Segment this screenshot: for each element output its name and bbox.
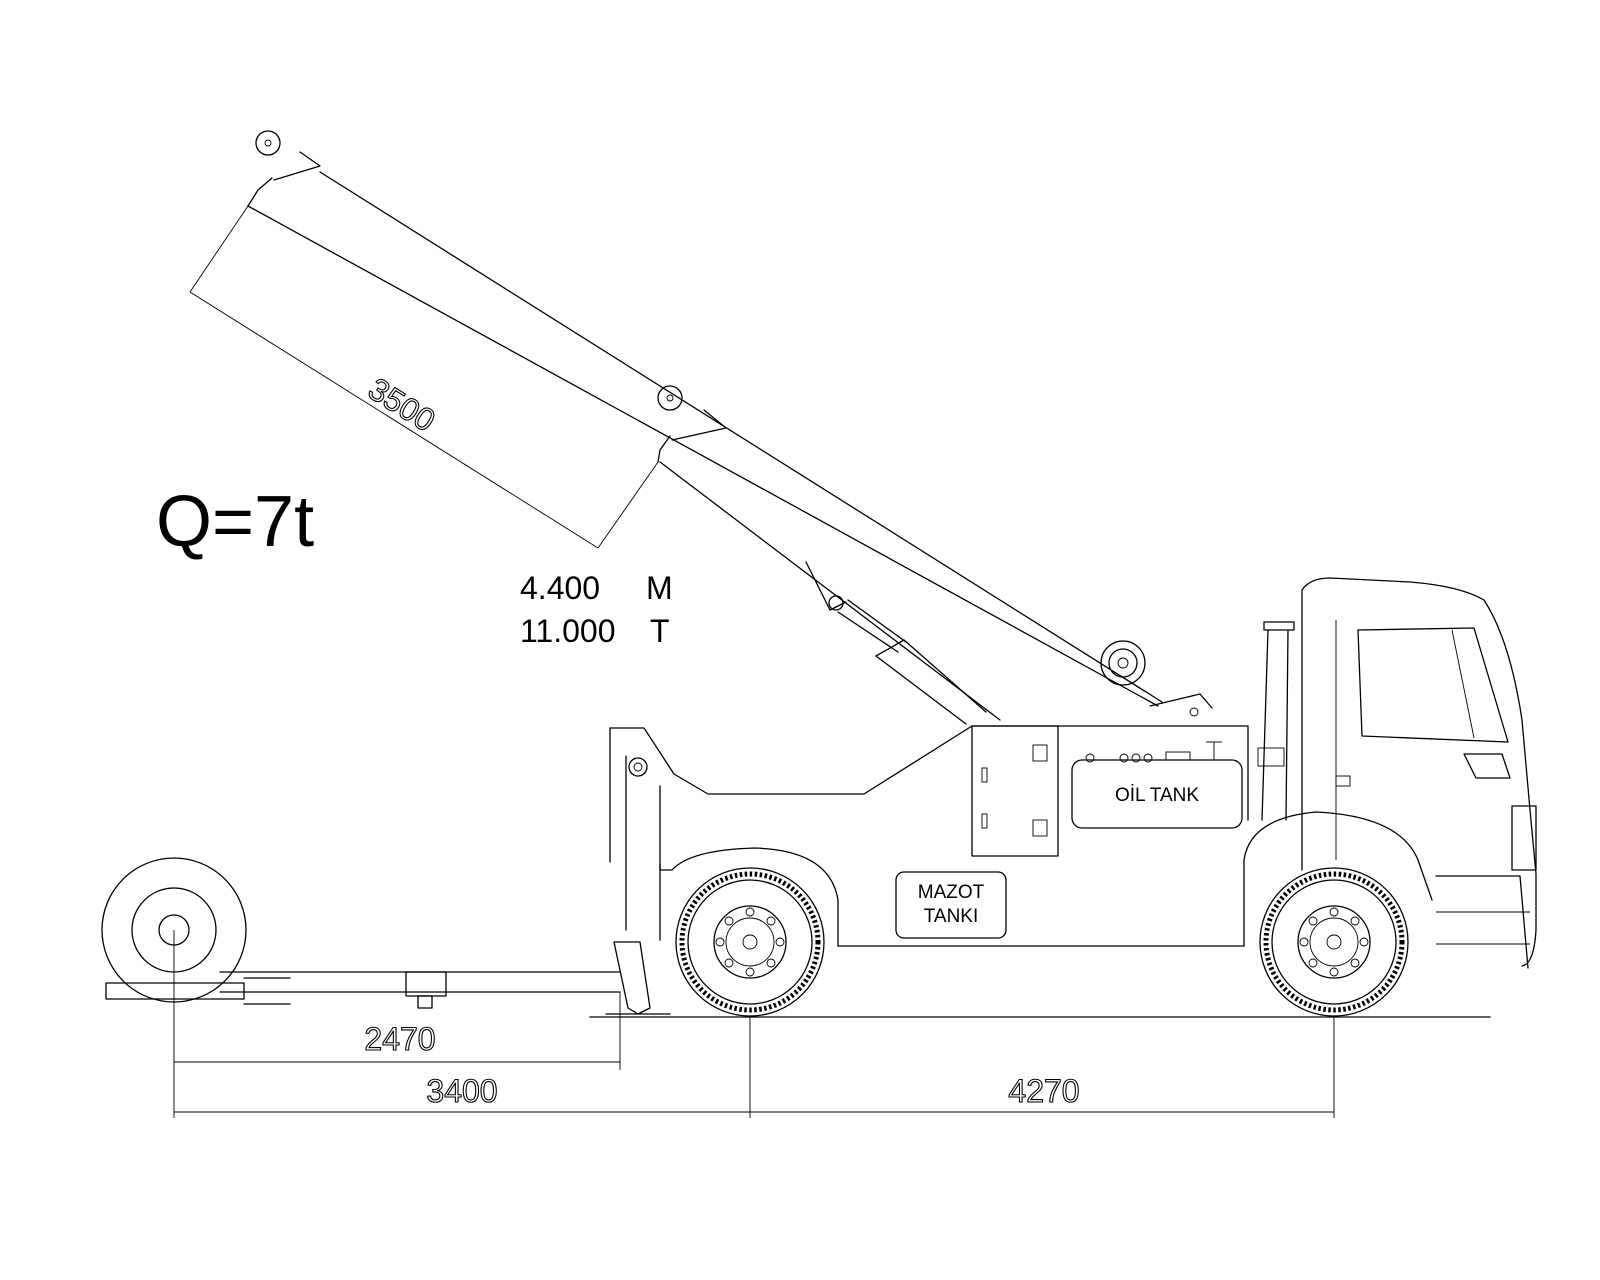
boom [247, 130, 1213, 721]
oil-tank-label: OİL TANK [1115, 785, 1199, 806]
fuel-tank [895, 871, 1007, 939]
underlift-reach-label: 2470 [364, 1021, 435, 1057]
oil-tank [1071, 759, 1243, 829]
lift-cylinder [805, 561, 987, 725]
truck-cab [1243, 577, 1537, 969]
capacity-label: Q=7t [156, 482, 314, 562]
rear-overhang-label: 3400 [426, 1073, 497, 1109]
wheelbase-label: 4270 [1008, 1073, 1079, 1109]
underlift [105, 941, 671, 1015]
winch-drum [1100, 640, 1146, 686]
horizontal-dimensions [173, 930, 1335, 1118]
rear-wheel [675, 867, 825, 1017]
fuel-tank-label-line1: MAZOT [918, 882, 985, 903]
spec-load-value: 11.000 [520, 613, 616, 649]
front-wheel [1259, 867, 1409, 1017]
boom-dimension-label: 3500 [362, 371, 441, 439]
boom-dimension [189, 205, 659, 549]
spec-load-unit: T [650, 613, 670, 649]
spec-length-value: 4.400 [520, 570, 600, 606]
fuel-tank-label-line2: TANKI [924, 906, 979, 927]
spec-length-unit: M [646, 570, 673, 606]
tow-body [609, 725, 1249, 947]
